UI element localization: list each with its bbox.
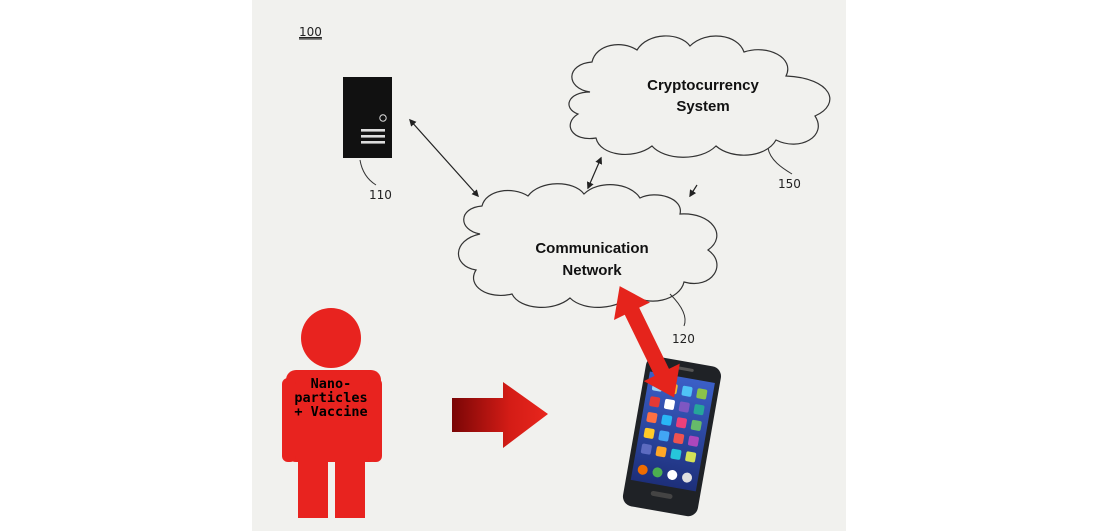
crypto-phone-arrow — [689, 184, 698, 198]
server-icon — [343, 77, 392, 158]
server-network-arrow — [409, 118, 479, 198]
crypto-cloud-ref: 150 — [778, 177, 801, 191]
network-cloud-line2: Network — [562, 262, 622, 279]
figure-number: 100 — [299, 25, 322, 39]
person-label-line1: Nano- — [311, 376, 352, 392]
red-double-arrow-icon — [613, 286, 680, 398]
network-leader-line — [669, 293, 686, 327]
network-cloud-shape — [457, 183, 718, 308]
crypto-cloud-line1: Cryptocurrency — [647, 77, 759, 94]
server-ref: 110 — [369, 188, 392, 202]
network-cloud-ref: 120 — [672, 332, 695, 346]
crypto-network-arrow — [586, 156, 603, 190]
crypto-cloud-shape — [568, 35, 831, 158]
big-red-arrow-icon — [452, 382, 548, 448]
person-icon — [282, 308, 382, 518]
smartphone-icon — [622, 356, 722, 517]
crypto-leader-line — [767, 147, 793, 175]
person-label-line2: particles — [294, 390, 367, 406]
network-cloud-line1: Communication — [535, 240, 648, 257]
crypto-cloud-line2: System — [676, 98, 729, 115]
person-label-line3: + Vaccine — [294, 404, 367, 420]
server-leader-line — [359, 159, 377, 186]
